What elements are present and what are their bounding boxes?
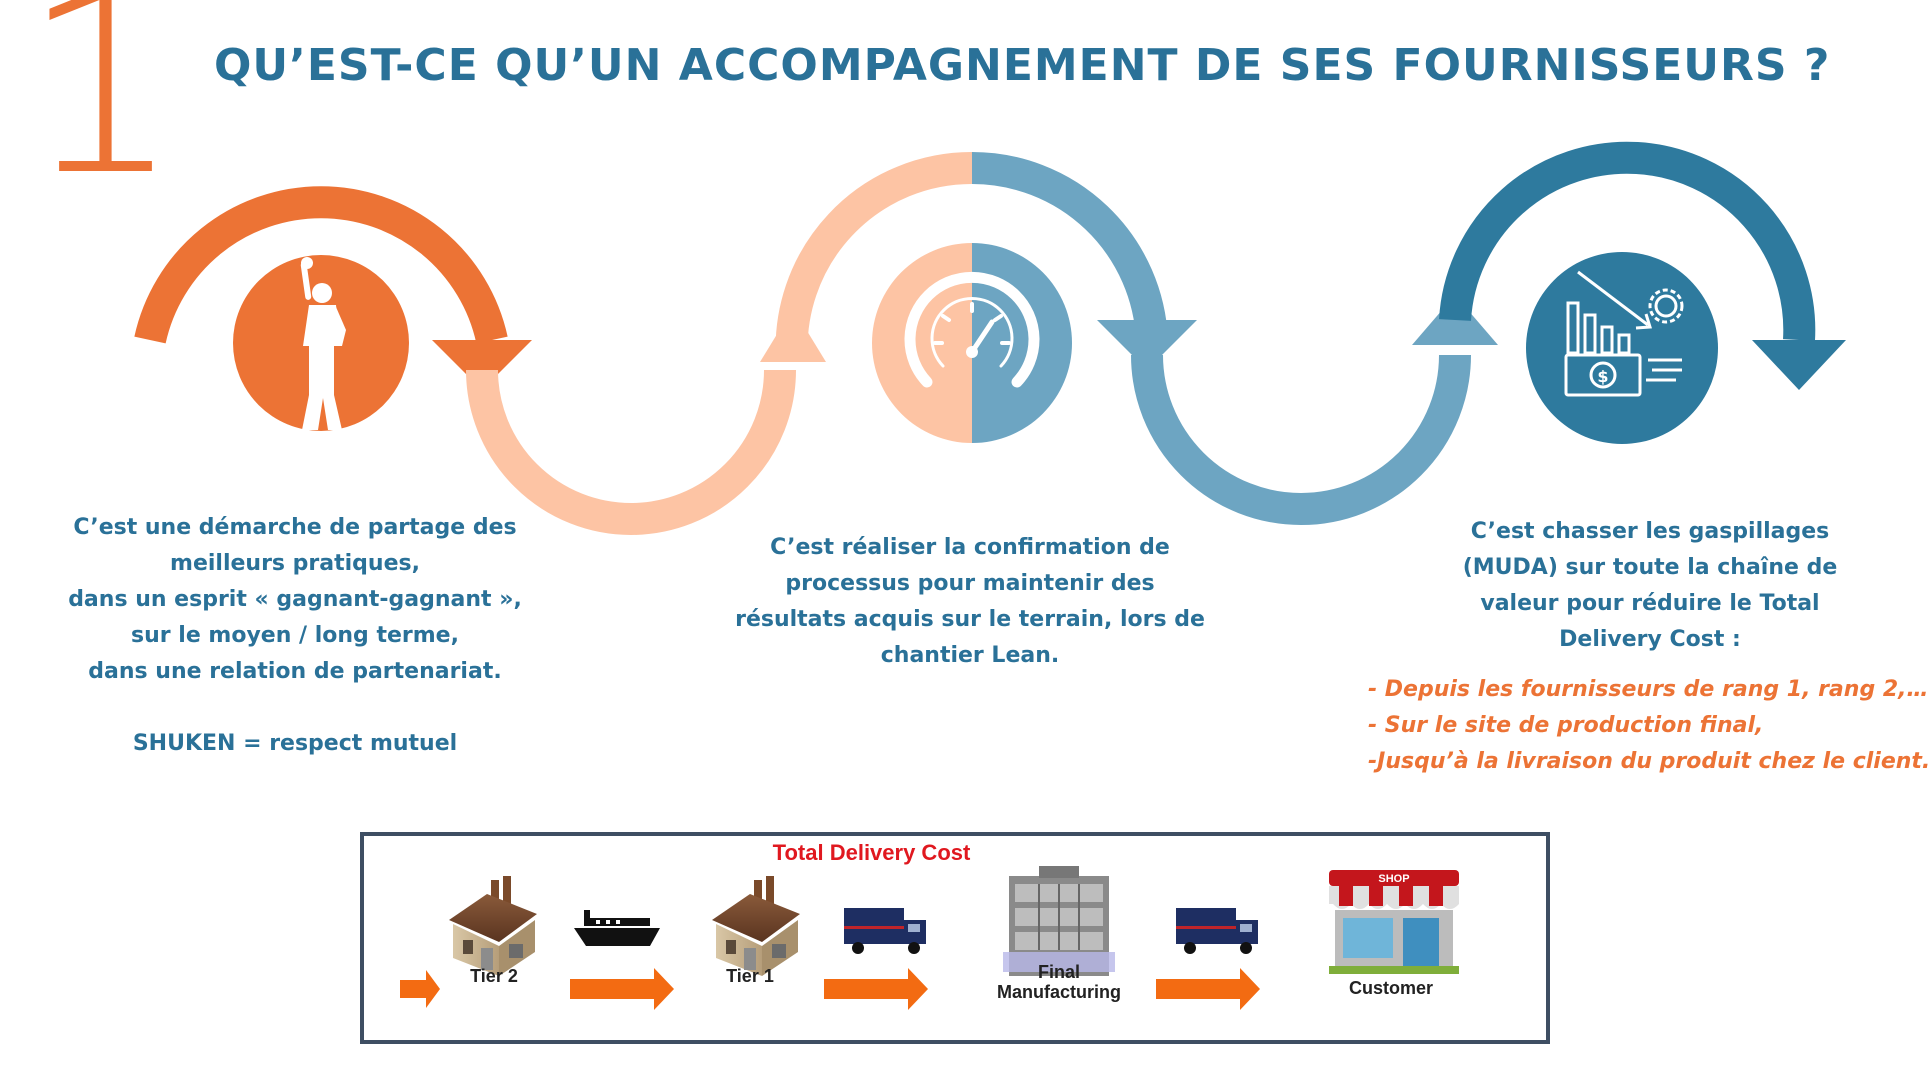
step2-description: C’est réaliser la confirmation de proces… — [730, 530, 1210, 674]
tdc-title: Total Delivery Cost — [772, 840, 971, 865]
svg-text:$: $ — [1597, 367, 1608, 386]
shop-icon: SHOP — [1329, 870, 1459, 974]
step3-line: (MUDA) sur toute la chaîne de — [1462, 555, 1838, 580]
arc-step2-right — [971, 151, 1168, 341]
section-number: 1 — [22, 0, 182, 230]
circle-step3 — [1526, 252, 1718, 444]
arrow-step1-down — [432, 340, 532, 390]
ship-icon — [574, 910, 660, 946]
step3-line: C’est chasser les gaspillages — [1470, 519, 1830, 544]
step2-line: chantier Lean. — [880, 643, 1060, 668]
step2-line: résultats acquis sur le terrain, lors de — [735, 607, 1205, 632]
step1-line: dans une relation de partenariat. — [88, 659, 502, 684]
truck-icon — [844, 908, 926, 954]
stage-final-line2: Manufacturing — [997, 982, 1121, 1002]
truck-icon — [1176, 908, 1258, 954]
step3-list: - Depuis les fournisseurs de rang 1, ran… — [1368, 672, 1930, 780]
arc-connector-1 — [466, 369, 796, 535]
arc-step1 — [134, 186, 508, 344]
stage-tier1-label: Tier 1 — [726, 966, 774, 986]
flow-diagram: $ — [134, 141, 1846, 535]
arrow-step2-down — [1097, 320, 1197, 370]
shop-sign: SHOP — [1378, 873, 1409, 885]
circle-step2-left — [872, 243, 972, 443]
building-final-manufacturing-icon — [1003, 866, 1115, 976]
step1-line: meilleurs pratiques, — [170, 551, 420, 576]
stage-final-line1: Final — [1037, 962, 1080, 982]
step2-line: processus pour maintenir des — [785, 571, 1155, 596]
circle-step2-right — [972, 243, 1072, 443]
flow-arrow-icon — [1156, 968, 1260, 1010]
person-raised-fist-icon — [300, 257, 346, 430]
flow-arrow-icon — [400, 970, 440, 1008]
cost-reduction-icon: $ — [1564, 270, 1684, 397]
step1-motto: SHUKEN = respect mutuel — [132, 731, 458, 756]
step3-line: Delivery Cost : — [1559, 627, 1741, 652]
tdc-chain-graphic: SHOP — [400, 866, 1459, 1010]
step2-line: C’est réaliser la confirmation de — [770, 535, 1170, 560]
stage-customer-label: Customer — [1348, 978, 1433, 998]
arc-connector-2 — [1131, 354, 1471, 525]
step1-description: C’est une démarche de partage des meille… — [60, 510, 530, 762]
step3-line: valeur pour réduire le Total — [1480, 591, 1820, 616]
factory-tier1-icon — [712, 876, 800, 976]
step1-line: C’est une démarche de partage des — [73, 515, 517, 540]
step3-description: C’est chasser les gaspillages (MUDA) sur… — [1420, 514, 1880, 658]
arrow-step2-up — [760, 308, 826, 362]
flow-arrow-icon — [824, 968, 928, 1010]
step3-list-item: - Sur le site de production final, — [1368, 713, 1764, 738]
arc-step3 — [1439, 141, 1816, 341]
step1-spacer — [60, 690, 530, 726]
arrow-step3-down — [1752, 340, 1846, 390]
step3-list-item: -Jusqu’à la livraison du produit chez le… — [1368, 749, 1930, 774]
stage-tier2-label: Tier 2 — [470, 966, 518, 986]
page-title: QU’EST-CE QU’UN ACCOMPAGNEMENT DE SES FO… — [214, 40, 1831, 91]
flow-arrow-icon — [570, 968, 674, 1010]
total-delivery-cost-panel: Total Delivery Cost — [360, 832, 1550, 1044]
stage-final-label: Final Manufacturing — [984, 962, 1134, 1002]
gauge-icon — [904, 271, 1040, 388]
step3-list-item: - Depuis les fournisseurs de rang 1, ran… — [1368, 677, 1929, 702]
factory-tier2-icon — [449, 876, 537, 976]
step1-line: sur le moyen / long terme, — [131, 623, 459, 648]
step1-line: dans un esprit « gagnant-gagnant », — [68, 587, 522, 612]
